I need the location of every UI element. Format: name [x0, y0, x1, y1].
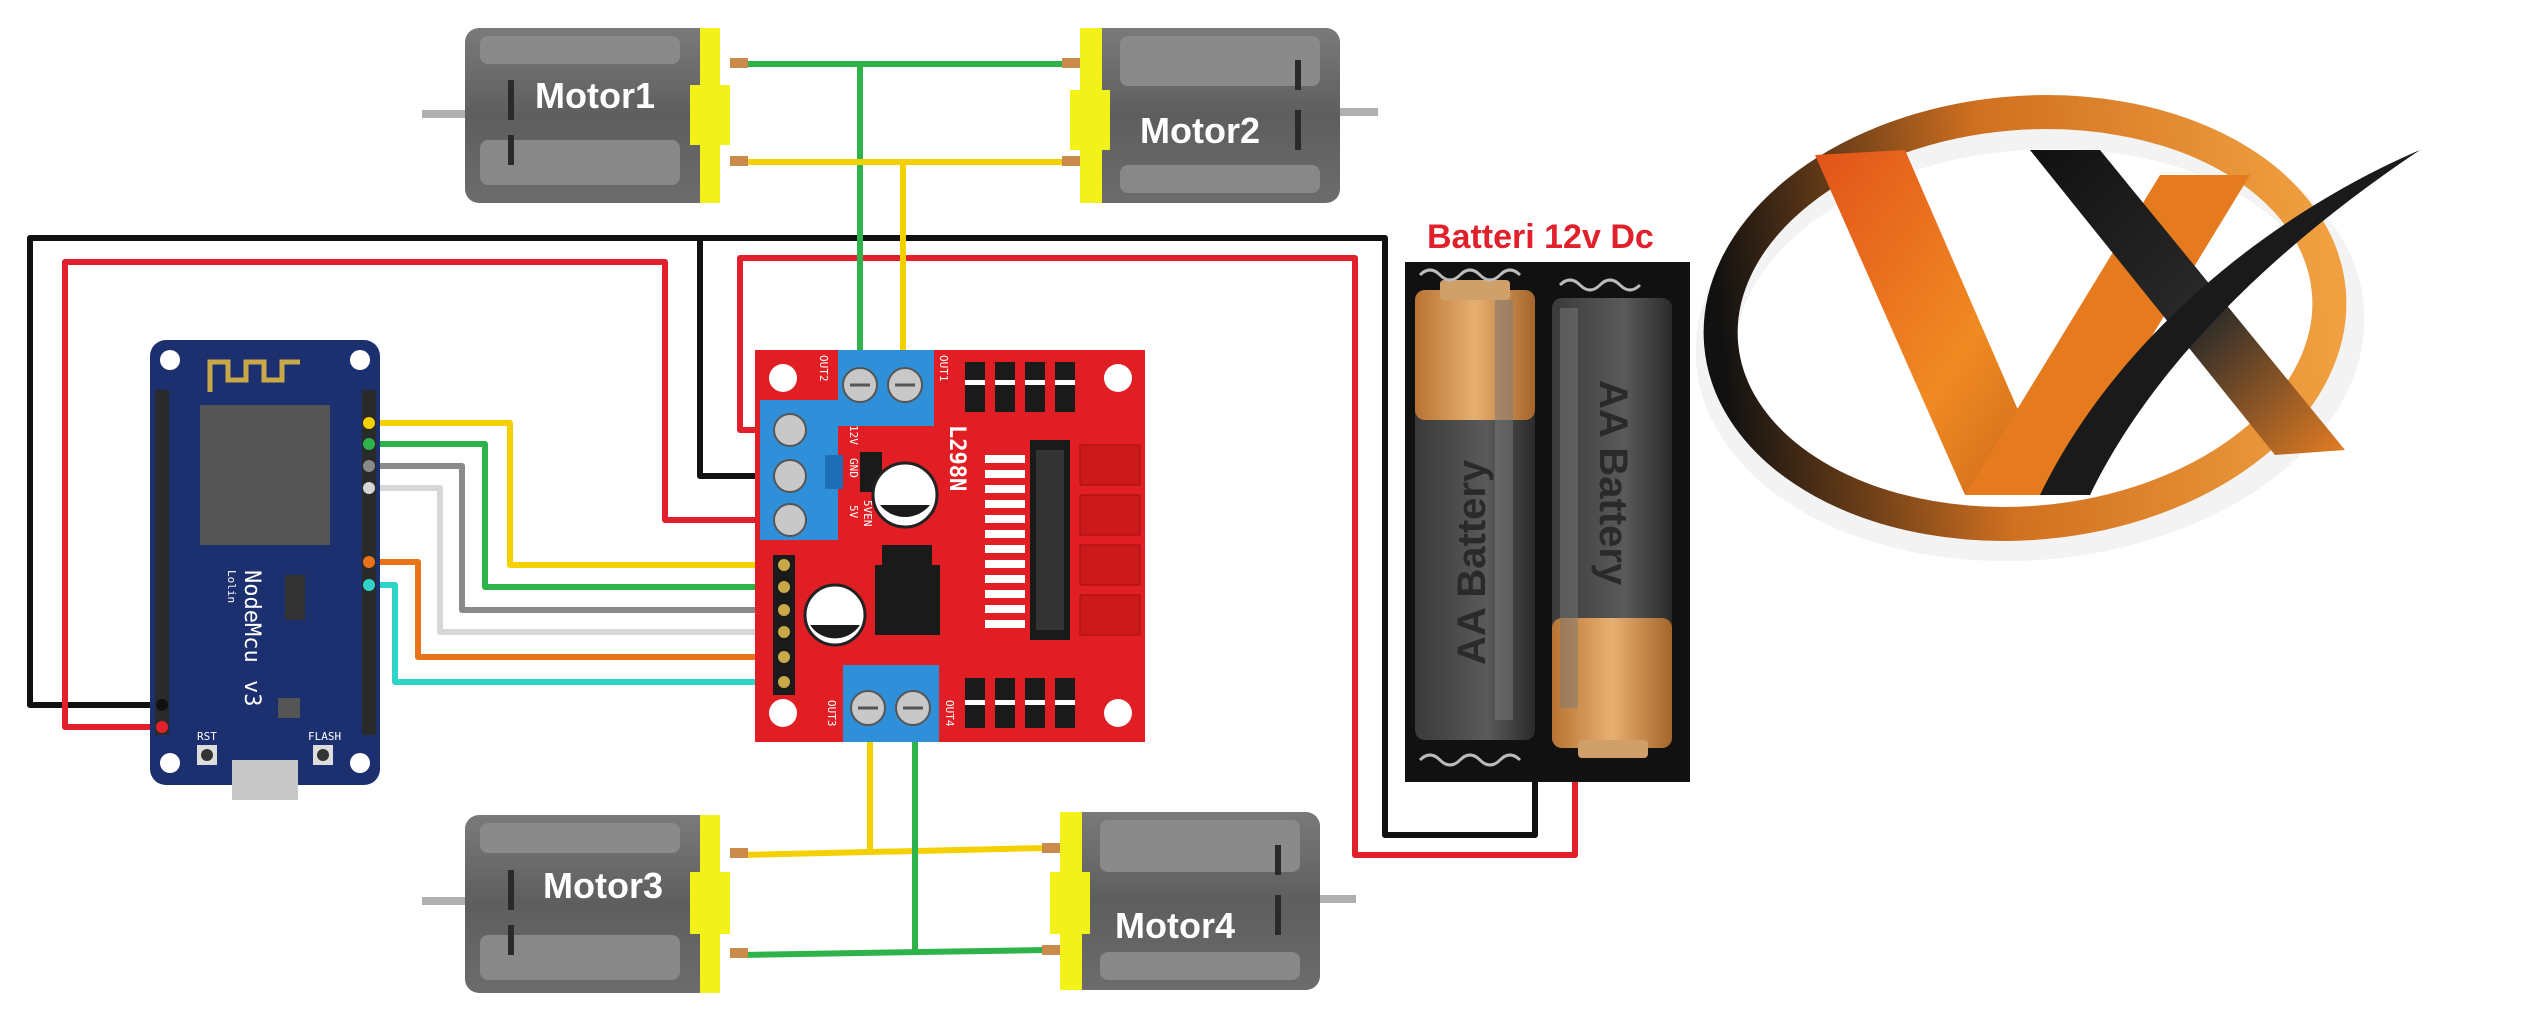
wire-black-battery-gnd	[700, 235, 1538, 838]
motor-2-label: Motor2	[1140, 110, 1260, 151]
motor-4: Motor4	[1042, 812, 1356, 990]
pin-row-left	[155, 390, 169, 735]
pwr-5ven-label: 5VEN	[861, 500, 874, 527]
pwr-12v-label: 12V	[847, 425, 860, 445]
logo-ring	[1703, 95, 2347, 541]
out1-label: OUT1	[937, 355, 950, 382]
battery-title: Batteri 12v Dc	[1427, 218, 1654, 256]
battery-cell-1-label: AA Battery	[1450, 459, 1494, 665]
out4-label: OUT4	[943, 700, 956, 727]
wire-orange-signal	[372, 559, 790, 660]
chip-label: L298N	[944, 425, 969, 491]
wire-green-signal	[372, 441, 790, 590]
motor-2: Motor2	[1062, 28, 1378, 203]
out2-label: OUT2	[817, 355, 830, 382]
battery-pack: Batteri 12v Dc AA Battery AA Battery	[1405, 218, 1690, 782]
wire-red-battery-12v	[737, 255, 1578, 858]
wire-yellow-signal	[372, 420, 790, 568]
wire-red-mcu-vin	[62, 259, 790, 730]
logo-v-left	[1815, 150, 2055, 495]
motor-4-label: Motor4	[1115, 905, 1235, 946]
mcu-name: NodeMcu	[239, 570, 264, 663]
wires	[27, 61, 1578, 958]
wire-grey-signal	[372, 463, 790, 613]
pwr-5v-label: 5V	[847, 505, 860, 519]
motor-3: Motor3	[422, 815, 748, 993]
motor-1: Motor1	[422, 28, 748, 203]
wire-black-mcu-gnd	[27, 235, 790, 708]
mcu-version: v3	[239, 680, 264, 707]
motor-3-label: Motor3	[543, 865, 663, 906]
battery-cell-2-label: AA Battery	[1591, 380, 1635, 586]
diodes-top	[965, 362, 1075, 412]
rst-label: RST	[197, 730, 217, 743]
vk-logo	[1695, 95, 2420, 562]
pwr-gnd-label: GND	[847, 458, 860, 478]
l298n-driver: OUT2 OUT1 OUT3 OUT4 12V GND 5V 5VEN L298…	[755, 350, 1145, 742]
heatsink	[985, 440, 1141, 640]
motor-1-label: Motor1	[535, 75, 655, 116]
wire-yellow-bottom	[739, 845, 1046, 858]
wire-green-bottom	[739, 947, 1046, 958]
out3-label: OUT3	[825, 700, 838, 727]
flash-label: FLASH	[308, 730, 341, 743]
wire-white-signal	[372, 485, 790, 635]
logo-swoosh	[2040, 150, 2420, 495]
nodemcu-board: RST FLASH NodeMcu v3 Lolin	[150, 340, 380, 800]
wire-cyan-signal	[372, 582, 790, 685]
diodes-bottom	[965, 678, 1075, 728]
mcu-vendor: Lolin	[225, 570, 238, 603]
